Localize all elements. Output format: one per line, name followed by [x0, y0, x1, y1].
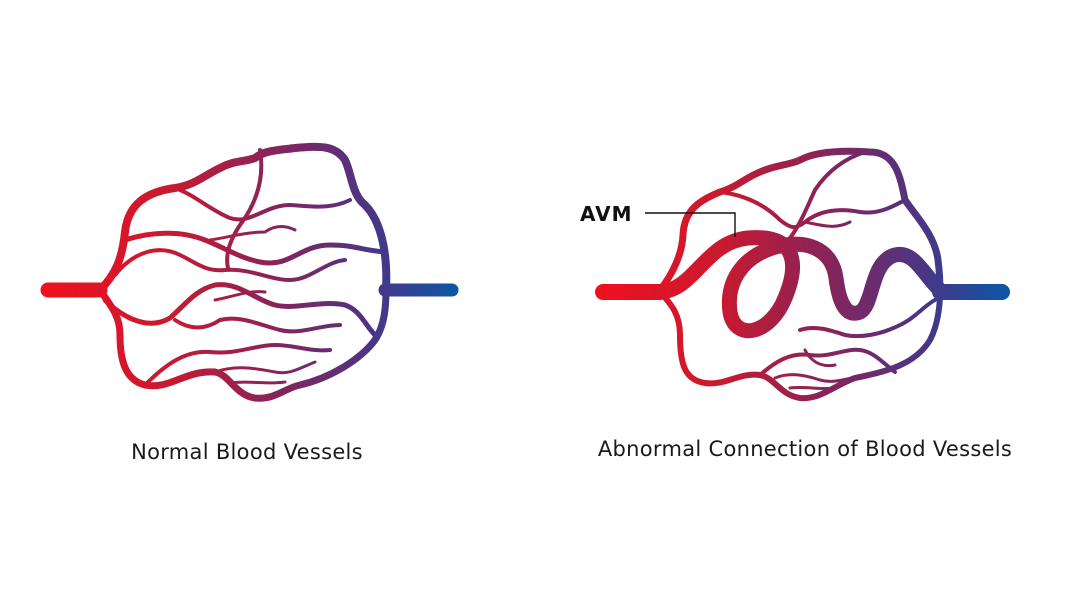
capillary	[122, 230, 388, 266]
capillary	[788, 150, 867, 240]
avm-leader-line	[645, 212, 736, 237]
outer-vessel	[656, 147, 944, 296]
normal-caption: Normal Blood Vessels	[131, 440, 363, 464]
outer-vessel	[96, 286, 390, 402]
capillary	[102, 282, 378, 338]
capillary	[798, 298, 937, 339]
capillary	[788, 385, 837, 391]
capillary	[228, 380, 287, 385]
capillary	[213, 290, 267, 302]
capillary	[803, 348, 837, 368]
avm-vessel-network	[595, 147, 1010, 402]
capillary	[773, 373, 857, 383]
capillary	[225, 148, 264, 270]
abnormal-caption: Abnormal Connection of Blood Vessels	[597, 437, 1013, 461]
capillary	[213, 360, 317, 375]
capillary	[803, 220, 852, 228]
outer-vessel	[657, 289, 943, 402]
capillary	[143, 343, 332, 387]
avm-callout-label: AVM	[580, 202, 633, 226]
capillary	[173, 186, 352, 222]
avm-tangle	[652, 230, 950, 339]
capillary	[173, 316, 342, 334]
outer-vessel	[96, 142, 391, 294]
capillary	[758, 347, 897, 377]
capillary	[113, 248, 347, 282]
capillary	[208, 225, 297, 242]
normal-vessel-network	[40, 142, 459, 402]
